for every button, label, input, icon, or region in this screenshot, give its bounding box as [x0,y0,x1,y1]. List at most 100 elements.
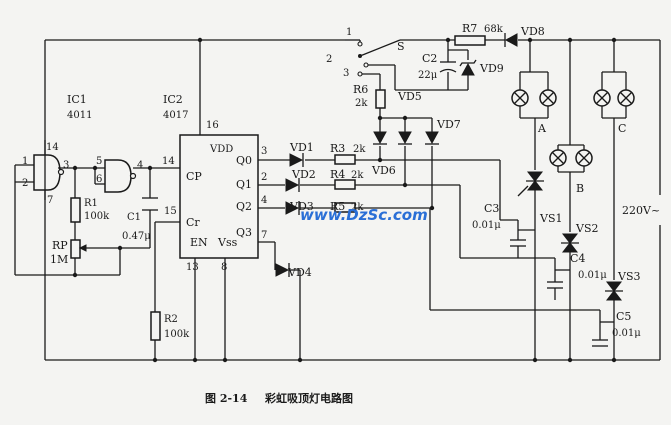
vd7-diode [425,131,439,145]
rp-label: RP [52,239,68,252]
ic2-q2: Q2 [236,200,252,213]
figure-number: 图 2-14 [205,392,248,405]
ic2-q1: Q1 [236,178,252,191]
watermark: www.DzSc.com [300,206,428,224]
vd2-label: VD2 [291,168,316,181]
pin-16: 16 [206,120,219,131]
r1-label: R1 [84,198,98,209]
lamp-c2 [617,89,635,107]
r2-resistor [150,311,161,341]
ic1-part: 4011 [67,110,92,121]
supply-label: 220V~ [622,204,660,217]
ic2-part: 4017 [163,110,188,121]
vd4-label: VD4 [287,266,312,279]
r5-label: R5 [330,200,345,213]
vd8-label: VD8 [520,25,545,38]
r7-value: 68k [484,24,504,35]
vd6-diode [398,131,412,145]
switch-pos-1: 1 [346,27,352,38]
pin-q0: 3 [261,146,267,157]
vd9-label: VD9 [479,62,504,75]
c5-value: 0.01μ [612,328,641,339]
c5-capacitor [592,339,608,347]
vd3-diode [285,201,300,215]
r6-label: R6 [353,83,368,96]
c2-value: 22μ [418,70,438,81]
pin-8: 8 [221,262,227,273]
vd2-diode [285,178,300,192]
vd5-diode [373,131,387,145]
ic2-vss: Vss [217,236,238,249]
c4-value: 0.01μ [578,270,607,281]
pin-5: 5 [96,156,102,167]
vs1-triac [517,171,544,197]
c3-capacitor [510,239,526,258]
vd1-label: VD1 [289,141,314,154]
vd9-zener-diode [459,59,477,76]
r5-resistor [334,202,356,213]
ic2-q3: Q3 [236,226,252,239]
vd8-diode [504,33,518,47]
lamp-b1 [549,149,567,167]
r3-value: 2k [353,144,366,155]
ic2-q0: Q0 [236,154,252,167]
lamp-c1 [593,89,611,107]
pin-q3: 7 [261,230,267,241]
vs1-label: VS1 [539,212,562,225]
r2-label: R2 [164,314,178,325]
pin-13: 13 [186,262,199,273]
vd3-label: VD3 [289,200,314,213]
lamp-a2 [539,89,557,107]
ic2-en: EN [190,236,208,249]
r7-label: R7 [462,22,477,35]
r6-value: 2k [355,98,368,109]
pin-2: 2 [22,178,28,189]
vs2-triac [561,233,579,253]
pin-4: 4 [137,160,143,171]
r1-resistor [70,197,81,223]
ic1-label: IC1 [67,93,87,106]
pin-14a: 14 [46,142,59,153]
figure-caption: 彩虹吸顶灯电路图 [264,391,353,405]
c1-label: C1 [127,212,141,223]
c3-value: 0.01μ [472,220,501,231]
r2-value: 100k [164,329,190,340]
ic2-chip [179,134,259,259]
c1-value: 0.47μ [122,231,151,242]
ic1-gate-1 [33,154,65,191]
ic1-gate-2 [104,159,137,193]
rp-potentiometer [70,239,81,259]
r5-value: 2k [351,202,364,213]
r1-value: 100k [84,211,110,222]
junction-dots [72,37,617,363]
lamp-group-b-label: B [576,182,584,195]
r3-label: R3 [330,142,345,155]
r7-resistor [454,35,486,46]
r6-resistor [375,89,386,109]
vd6-label: VD6 [371,164,396,177]
ic2-vdd: VDD [209,144,233,155]
c2-label: C2 [422,52,437,65]
rp-value: 1M [50,253,68,266]
c3-label: C3 [484,202,499,215]
c1-capacitor [142,197,158,211]
c4-capacitor [547,281,563,300]
ic2-cp: CP [186,170,202,183]
r4-value: 2k [351,170,364,181]
lamp-group-a-label: A [537,122,547,135]
mode-switch[interactable] [357,41,369,77]
ic2-label: IC2 [163,93,183,106]
r4-label: R4 [330,168,345,181]
pin-7: 7 [47,195,53,206]
pin-q1: 2 [261,172,267,183]
pin-q2: 4 [261,195,267,206]
c5-label: C5 [616,310,631,323]
r3-resistor [334,154,356,165]
switch-label: S [397,40,405,53]
pin-1: 1 [22,156,28,167]
pin-15: 15 [164,206,177,217]
lamp-a1 [511,89,529,107]
vs3-triac [605,281,623,301]
c2-capacitor [439,61,457,73]
